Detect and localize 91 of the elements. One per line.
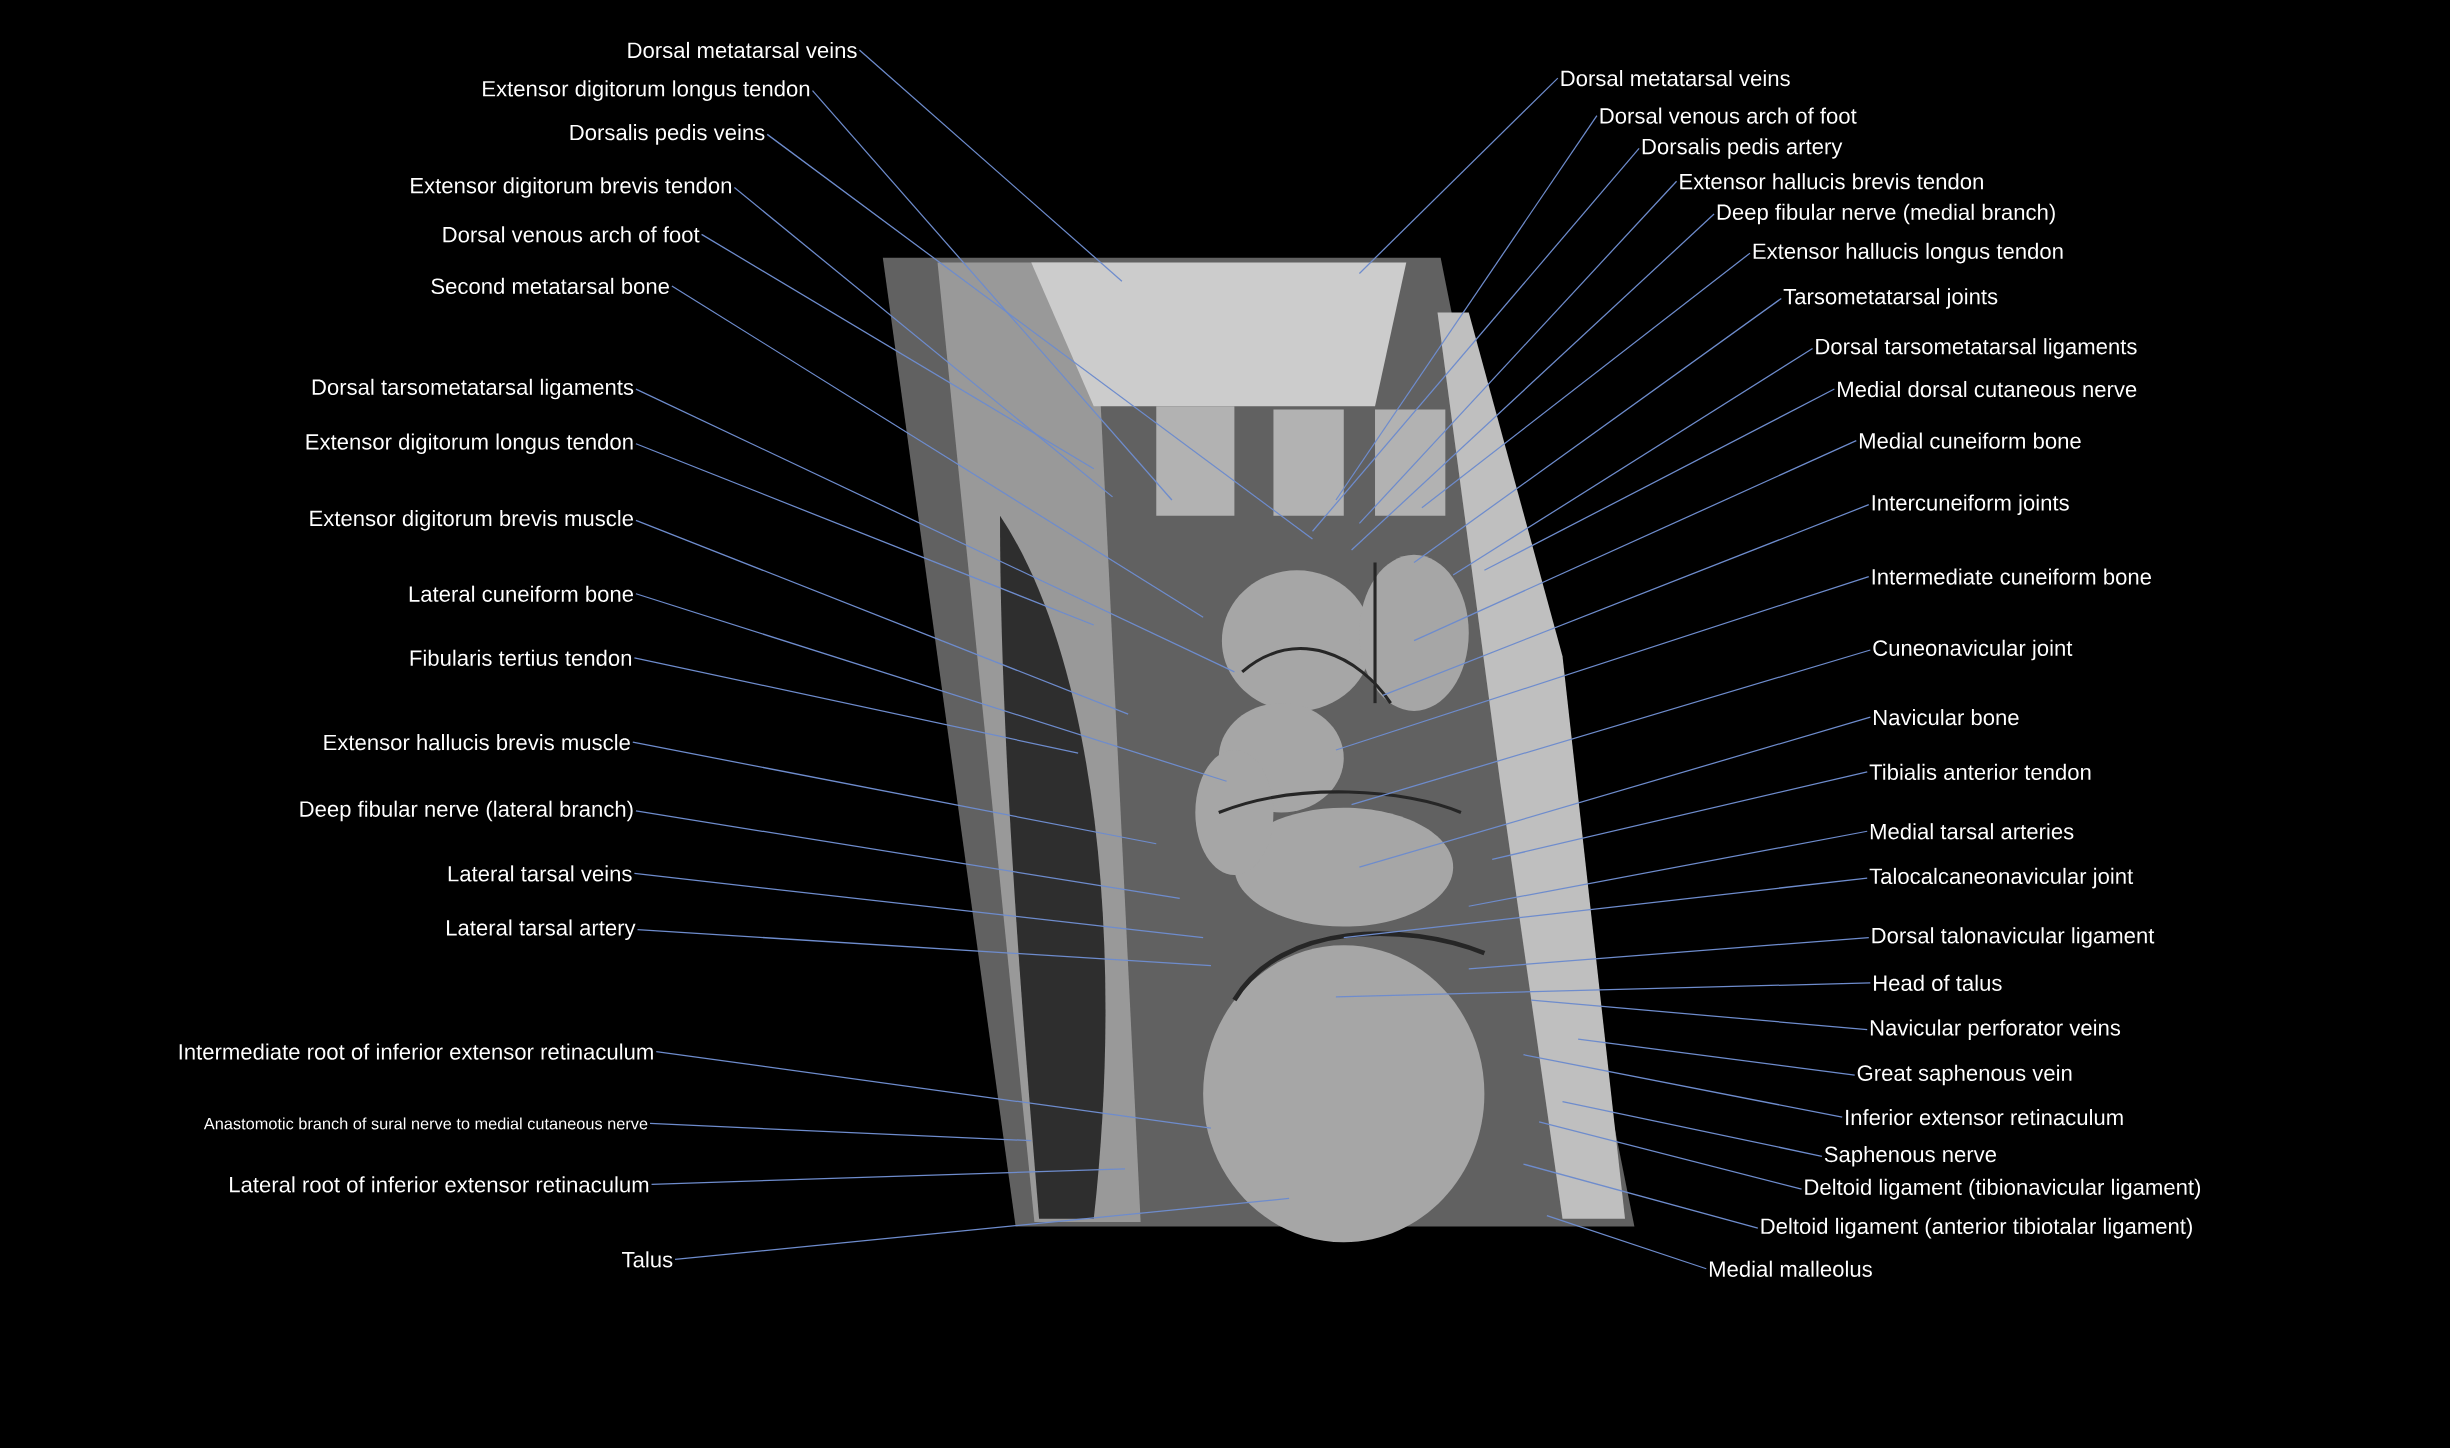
leader-line: [1335, 114, 1598, 501]
leader-line: [1413, 439, 1857, 642]
leader-line: [1413, 297, 1782, 563]
callout-label: Extensor digitorum brevis muscle: [310, 509, 634, 531]
callout-label: Talus: [622, 1251, 673, 1268]
callout-label: Inferior extensor retinaculum: [1846, 1108, 2123, 1126]
callout-label: Medial tarsal arteries: [1870, 822, 2074, 840]
leader-line: [1358, 180, 1678, 524]
leader-line: [635, 592, 1228, 782]
callout-label: Anastomotic branch of sural nerve to medial cutaneous nerve: [203, 1117, 648, 1130]
leader-line: [766, 133, 1314, 540]
leader-line: [700, 233, 1095, 470]
leader-line: [632, 741, 1157, 845]
leader-line: [633, 656, 1079, 754]
callout-label: Deltoid ligament (tibionavicular ligament): [1805, 1178, 2201, 1200]
leader-line: [635, 388, 1235, 673]
leader-line: [733, 186, 1114, 498]
callout-label: Cuneonavicular joint: [1873, 639, 2073, 661]
leader-line: [1483, 388, 1836, 571]
leader-line: [811, 89, 1173, 501]
leader-line: [1452, 347, 1814, 576]
callout-label: Dorsal metatarsal veins: [628, 41, 857, 58]
callout-label: Second metatarsal bone: [431, 277, 669, 294]
leader-line: [635, 442, 1095, 626]
mri-scan-drawing: [882, 257, 1635, 1242]
leader-line: [649, 1122, 1032, 1142]
leader-line: [1311, 147, 1640, 532]
leader-line: [633, 872, 1204, 938]
callout-label: Intermediate cuneiform bone: [1872, 568, 2151, 585]
callout-label: Navicular perforator veins: [1870, 1019, 2121, 1040]
callout-label: Extensor hallucis brevis muscle: [324, 733, 630, 751]
callout-label: Head of talus: [1874, 974, 2002, 991]
leader-line: [1546, 1214, 1707, 1270]
callout-label: Medial dorsal cutaneous nerve: [1838, 380, 2137, 397]
callout-label: Deep fibular nerve (lateral branch): [300, 800, 633, 822]
leader-line: [1382, 503, 1870, 696]
leader-line: [1491, 771, 1868, 860]
leader-line: [1522, 1163, 1759, 1229]
leader-line: [1358, 716, 1871, 868]
callout-label: Dorsal venous arch of foot: [443, 226, 700, 243]
leader-line: [635, 810, 1181, 899]
leader-line: [1468, 936, 1870, 970]
callout-label: Intermediate root of inferior extensor retinaculum: [179, 1043, 653, 1060]
leader-line: [1577, 1038, 1856, 1076]
callout-label: Navicular bone: [1874, 708, 2019, 726]
leader-line: [1522, 1053, 1843, 1118]
callout-label: Lateral cuneiform bone: [409, 585, 634, 602]
callout-label: Dorsal venous arch of foot: [1600, 107, 1857, 124]
callout-label: Lateral root of inferior extensor retinaculum: [230, 1176, 649, 1193]
leader-line: [636, 928, 1212, 967]
callout-label: Dorsal tarsometatarsal ligaments: [1816, 337, 2137, 359]
callout-label: Dorsal talonavicular ligament: [1872, 927, 2155, 948]
leader-line: [1468, 830, 1868, 907]
callout-label: Lateral tarsal artery: [447, 919, 636, 940]
callout-label: Tarsometatarsal joints: [1783, 287, 1998, 309]
callout-label: Medial cuneiform bone: [1859, 432, 2081, 449]
callout-label: Great saphenous vein: [1857, 1064, 2072, 1086]
callout-label: Intercuneiform joints: [1872, 494, 2069, 515]
leader-line: [1421, 252, 1751, 509]
callout-label: Extensor digitorum longus tendon: [483, 80, 810, 101]
callout-label: Dorsalis pedis veins: [570, 123, 765, 145]
callout-label: Extensor digitorum brevis tendon: [411, 177, 731, 198]
callout-label: Extensor hallucis brevis tendon: [1680, 172, 1983, 190]
callout-label: Extensor hallucis longus tendon: [1753, 242, 2063, 264]
callout-label: Deltoid ligament (anterior tibiotalar ligament): [1761, 1217, 2192, 1239]
leader-line: [1561, 1100, 1823, 1157]
leader-line: [1350, 649, 1871, 806]
leader-line: [1358, 77, 1559, 274]
leader-line: [1335, 981, 1871, 998]
callout-label: Extensor digitorum longus tendon: [306, 433, 633, 454]
leader-line: [1530, 999, 1868, 1031]
callout-label: Medial malleolus: [1709, 1260, 1872, 1277]
leader-line: [1343, 877, 1868, 938]
callout-label: Fibularis tertius tendon: [410, 649, 632, 666]
callout-label: Lateral tarsal veins: [448, 865, 632, 882]
callout-label: Dorsal tarsometatarsal ligaments: [312, 378, 634, 400]
leader-line: [635, 519, 1129, 715]
leader-line: [655, 1050, 1212, 1129]
leader-line: [650, 1167, 1126, 1185]
leader-line: [674, 1197, 1290, 1260]
leader-line: [858, 49, 1123, 282]
leader-line: [671, 285, 1204, 618]
leader-line: [1538, 1121, 1803, 1190]
callout-label: Tibialis anterior tendon: [1869, 763, 2091, 780]
callout-label: Deep fibular nerve (medial branch): [1717, 203, 2055, 225]
callout-label: Dorsalis pedis artery: [1642, 137, 1843, 159]
callout-label: Talocalcaneonavicular joint: [1869, 867, 2134, 889]
callout-label: Saphenous nerve: [1824, 1145, 1996, 1167]
callout-label: Dorsal metatarsal veins: [1561, 69, 1790, 87]
leader-line: [1350, 213, 1715, 551]
leader-line: [1335, 575, 1870, 751]
